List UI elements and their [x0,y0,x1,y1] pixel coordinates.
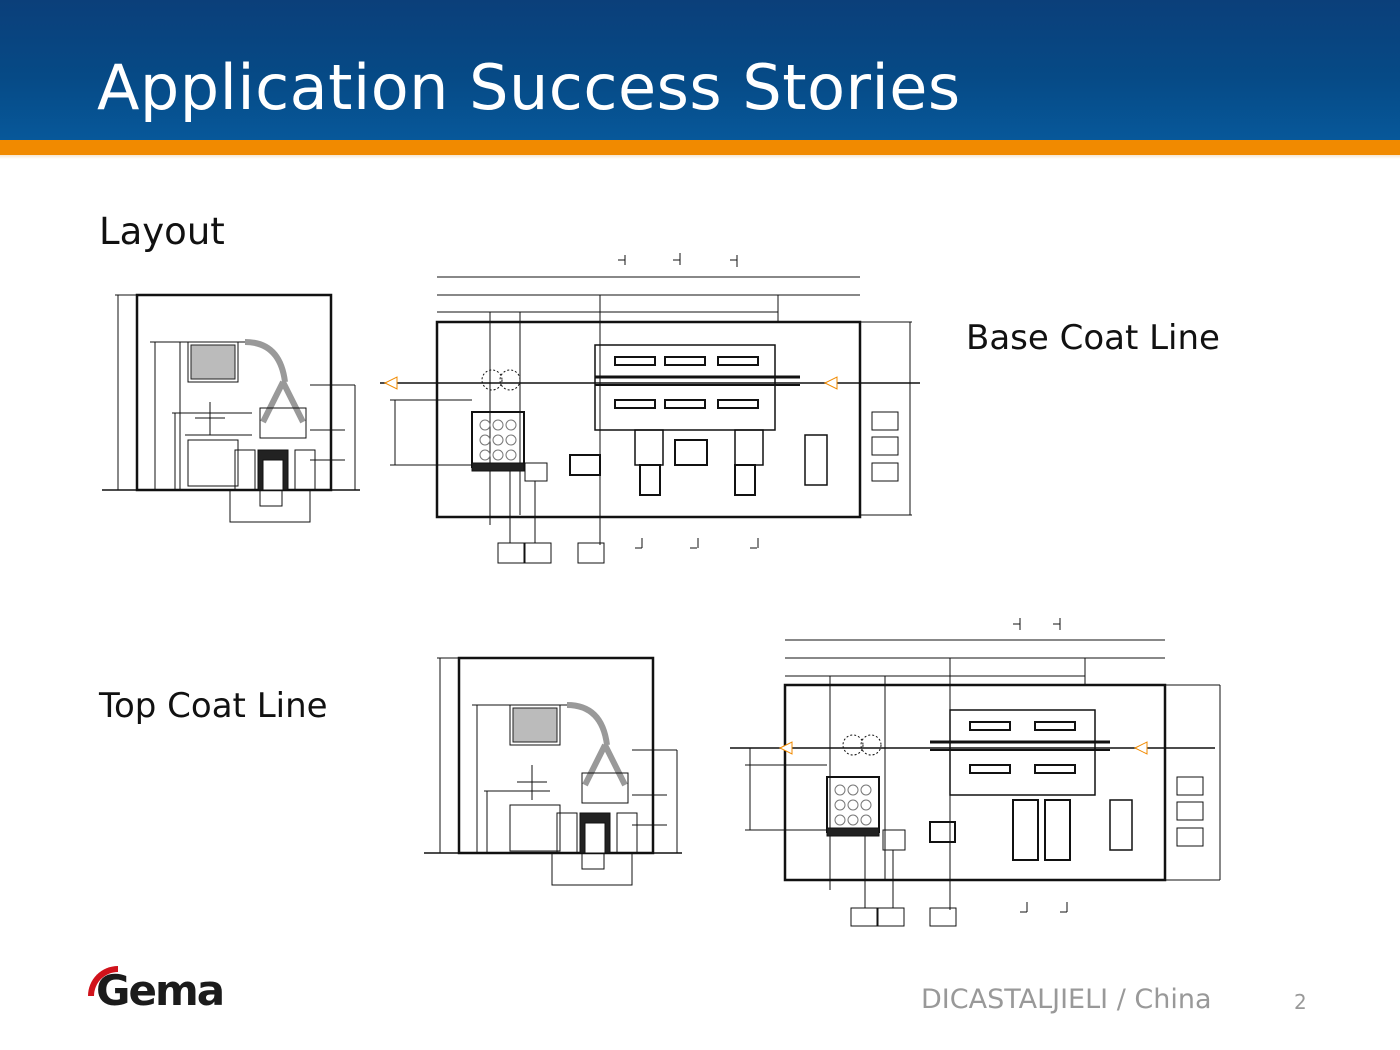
base-coat-line-label: Base Coat Line [966,318,1220,358]
top-coat-elevation-drawing [422,655,682,890]
header-bar [0,0,1400,140]
base-coat-elevation-drawing [100,290,360,530]
gema-logo: Gema [88,962,225,1018]
section-label-layout: Layout [99,210,225,253]
base-coat-floor-plan-drawing [380,245,920,570]
header-accent-stripe [0,140,1400,155]
footer-customer-text: DICASTALJIELI / China [921,984,1212,1015]
logo-wordmark: Gema [96,966,225,1015]
top-coat-floor-plan-drawing [725,610,1225,930]
page-number: 2 [1294,990,1307,1014]
top-coat-line-label: Top Coat Line [99,686,328,726]
slide-title: Application Success Stories [97,51,961,124]
header-shadow [0,155,1400,159]
logo-arc-icon [88,966,118,996]
